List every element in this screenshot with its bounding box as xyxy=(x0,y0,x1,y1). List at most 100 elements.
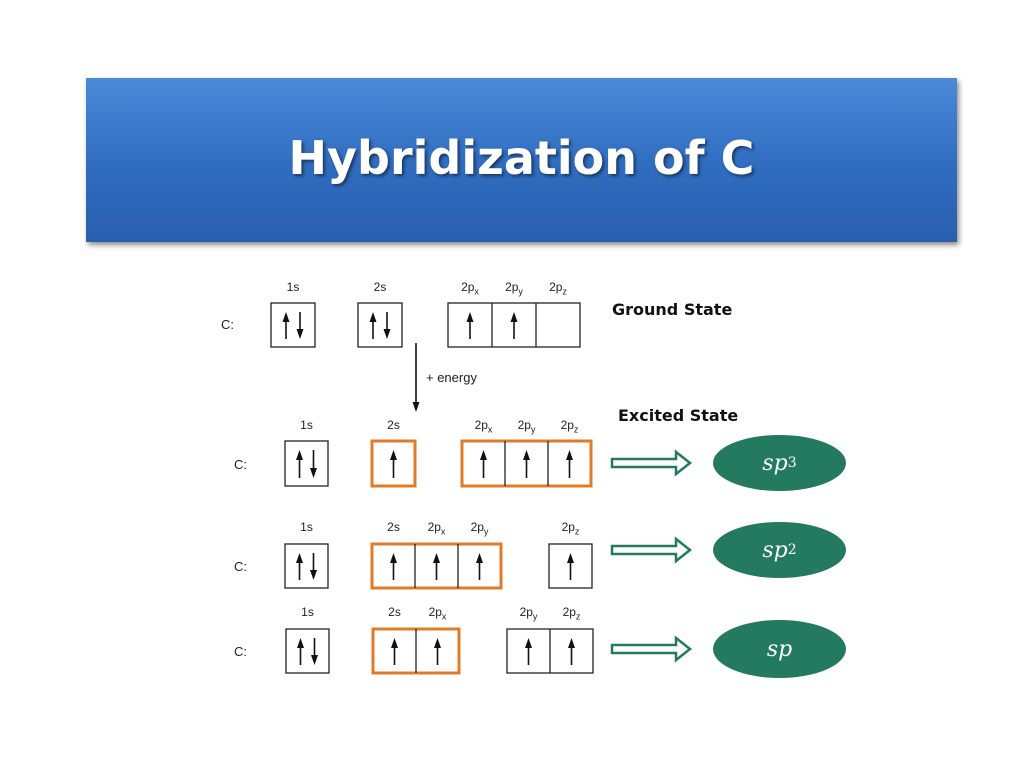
energy-arrow-icon xyxy=(412,402,420,412)
orbital-name: 2p xyxy=(428,605,442,619)
orbital-name: 2p xyxy=(470,520,484,534)
orbital-name: 2p xyxy=(561,520,575,534)
orbital-name: 1s xyxy=(300,520,313,534)
orbital-name: 2p xyxy=(474,418,488,432)
double-arrow-icon xyxy=(610,536,693,564)
orbital-label: 1s xyxy=(300,418,313,432)
spin-up-arrow-icon xyxy=(296,450,303,460)
spin-up-arrow-icon xyxy=(296,553,303,563)
spin-up-arrow-icon xyxy=(566,450,573,460)
orbital-box xyxy=(284,440,329,487)
spin-down-arrow-icon xyxy=(310,468,317,478)
orbital-label: 2py xyxy=(520,605,538,621)
spin-up-arrow-icon xyxy=(476,553,483,563)
hybridization-base: sp xyxy=(762,537,788,563)
spin-up-arrow-icon xyxy=(282,312,290,322)
spin-up-arrow-icon xyxy=(391,638,398,648)
orbital-name: 2p xyxy=(517,418,531,432)
orbital-name: 2s xyxy=(388,605,401,619)
spin-up-arrow-icon xyxy=(510,312,518,322)
atom-label: C: xyxy=(221,317,234,332)
orbital-name: 2p xyxy=(427,520,441,534)
slide-title: Hybridization of C xyxy=(288,131,755,185)
spin-down-arrow-icon xyxy=(310,570,317,580)
orbital-subscript: x xyxy=(474,286,479,297)
spin-down-arrow-icon xyxy=(311,655,318,665)
spin-up-arrow-icon xyxy=(466,312,474,322)
hybrid-orbital-box xyxy=(370,439,417,488)
spin-up-arrow-icon xyxy=(434,638,441,648)
spin-up-arrow-icon xyxy=(390,450,397,460)
orbital-box xyxy=(285,628,330,674)
orbital-label: 2s xyxy=(387,418,400,432)
excited-state-label: Excited State xyxy=(618,406,739,425)
spin-up-arrow-icon xyxy=(480,450,487,460)
atom-label: C: xyxy=(234,457,247,472)
orbital-subscript: x xyxy=(441,611,447,622)
orbital-subscript: z xyxy=(562,286,567,297)
orbital-name: 2s xyxy=(373,280,387,294)
spin-up-arrow-icon xyxy=(525,638,532,648)
atom-label: C: xyxy=(234,644,247,659)
hybrid-orbital-box xyxy=(370,542,503,590)
orbital-label: 2px xyxy=(475,418,493,434)
hybridization-base: sp xyxy=(762,450,788,476)
double-arrow-icon xyxy=(610,449,693,477)
orbital-label: 2px xyxy=(428,520,446,536)
orbital-subscript: y xyxy=(483,526,489,537)
orbital-label: 2s xyxy=(374,280,387,294)
orbital-label: 2py xyxy=(518,418,536,434)
orbital-label: 2px xyxy=(461,280,479,296)
orbital-label: 2s xyxy=(387,520,400,534)
spin-up-arrow-icon xyxy=(297,638,304,648)
spin-up-arrow-icon xyxy=(369,312,377,322)
orbital-subscript: y xyxy=(530,424,536,435)
orbital-name: 2p xyxy=(461,280,475,294)
orbital-subscript: z xyxy=(575,611,581,622)
orbital-subscript: x xyxy=(487,424,493,435)
orbital-label: 2pz xyxy=(563,605,581,621)
orbital-subscript: y xyxy=(532,611,538,622)
spin-up-arrow-icon xyxy=(568,638,575,648)
spin-up-arrow-icon xyxy=(433,553,440,563)
spin-down-arrow-icon xyxy=(383,329,391,339)
orbital-label: 2pz xyxy=(549,280,567,296)
spin-up-arrow-icon xyxy=(523,450,530,460)
orbital-label: 2py xyxy=(471,520,489,536)
orbital-subscript: z xyxy=(574,526,580,537)
title-banner: Hybridization of C xyxy=(86,78,957,242)
hybridization-exponent: 2 xyxy=(787,542,797,558)
orbital-box xyxy=(447,302,581,348)
orbital-name: 1s xyxy=(286,280,300,294)
orbital-label: 2pz xyxy=(562,520,580,536)
orbital-subscript: z xyxy=(573,424,579,435)
orbital-name: 2p xyxy=(505,280,519,294)
energy-label: + energy xyxy=(426,370,477,385)
orbital-name: 1s xyxy=(300,418,313,432)
orbital-box xyxy=(270,302,316,348)
hybridization-base: sp xyxy=(766,636,793,662)
spin-up-arrow-icon xyxy=(390,553,397,563)
ground-state-label: Ground State xyxy=(612,300,733,319)
spin-down-arrow-icon xyxy=(296,329,304,339)
orbital-name: 2p xyxy=(560,418,574,432)
orbital-subscript: x xyxy=(440,526,446,537)
orbital-label: 1s xyxy=(301,605,314,619)
spin-up-arrow-icon xyxy=(567,553,574,563)
orbital-name: 2p xyxy=(549,280,563,294)
orbital-name: 2p xyxy=(562,605,576,619)
orbital-label: 1s xyxy=(287,280,300,294)
hybrid-orbital-box xyxy=(460,439,593,488)
double-arrow-icon xyxy=(610,635,693,663)
orbital-box xyxy=(548,543,593,589)
orbital-label: 2px xyxy=(429,605,447,621)
orbital-label: 2s xyxy=(388,605,401,619)
hybridization-exponent: 3 xyxy=(787,455,797,471)
atom-label: C: xyxy=(234,559,247,574)
orbital-name: 2s xyxy=(387,520,400,534)
orbital-name: 1s xyxy=(301,605,314,619)
orbital-name: 2p xyxy=(519,605,533,619)
